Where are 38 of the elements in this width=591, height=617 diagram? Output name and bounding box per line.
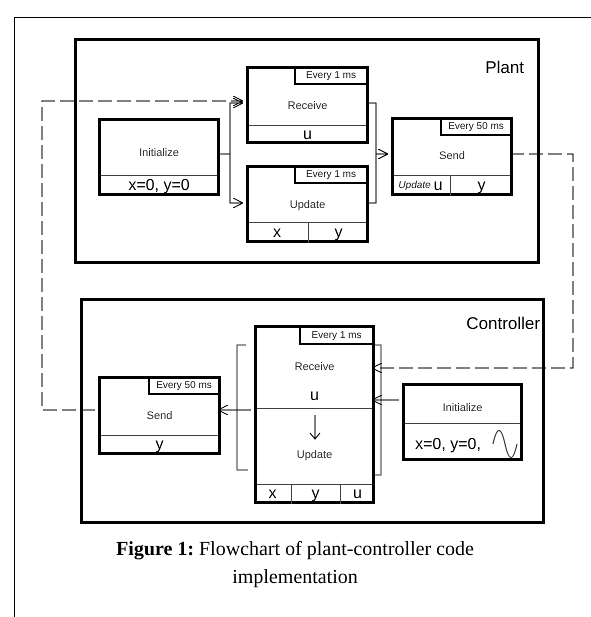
variable-text: x=0, y=0 [127, 176, 191, 196]
step-label: Initialize [442, 400, 484, 416]
process-box [391, 117, 513, 196]
variable-text: x=0, y=0, [414, 435, 482, 455]
variable-text: Update u [397, 176, 444, 196]
step-label: Send [438, 148, 466, 164]
step-label: Initialize [138, 146, 180, 160]
process-box [98, 376, 221, 455]
panel-title: Plant [484, 56, 524, 78]
variable-text: u [302, 125, 313, 144]
variable-text: y [334, 222, 344, 242]
system-panel [80, 298, 545, 524]
step-label: Receive [294, 360, 336, 374]
process-box [246, 66, 369, 144]
figure-caption: Figure 1: Flowchart of plant-controller code implementation [115, 537, 475, 590]
step-label: Update [288, 198, 326, 212]
process-box [246, 165, 369, 243]
timing-tab: Every 50 ms [440, 120, 510, 136]
variable-text: y [476, 176, 486, 196]
step-label: Send [146, 408, 174, 424]
variable-text: y [154, 435, 164, 455]
process-box [98, 118, 220, 196]
variable-text: u [352, 484, 363, 504]
timing-tab: Every 1 ms [294, 69, 366, 85]
timing-tab: Every 1 ms [299, 328, 372, 345]
variable-text: x [268, 484, 278, 504]
variable-text: y [310, 484, 320, 504]
timing-tab: Every 50 ms [148, 379, 218, 395]
variable-text: u [309, 386, 320, 406]
arrow [42, 96, 244, 410]
panel-title: Controller [465, 312, 540, 334]
system-panel [74, 38, 540, 264]
variable-text: x [272, 222, 282, 242]
process-box [254, 325, 375, 504]
step-label: Receive [286, 98, 328, 114]
step-label: Update [296, 448, 334, 462]
timing-tab: Every 1 ms [294, 168, 366, 184]
process-box [402, 383, 523, 461]
